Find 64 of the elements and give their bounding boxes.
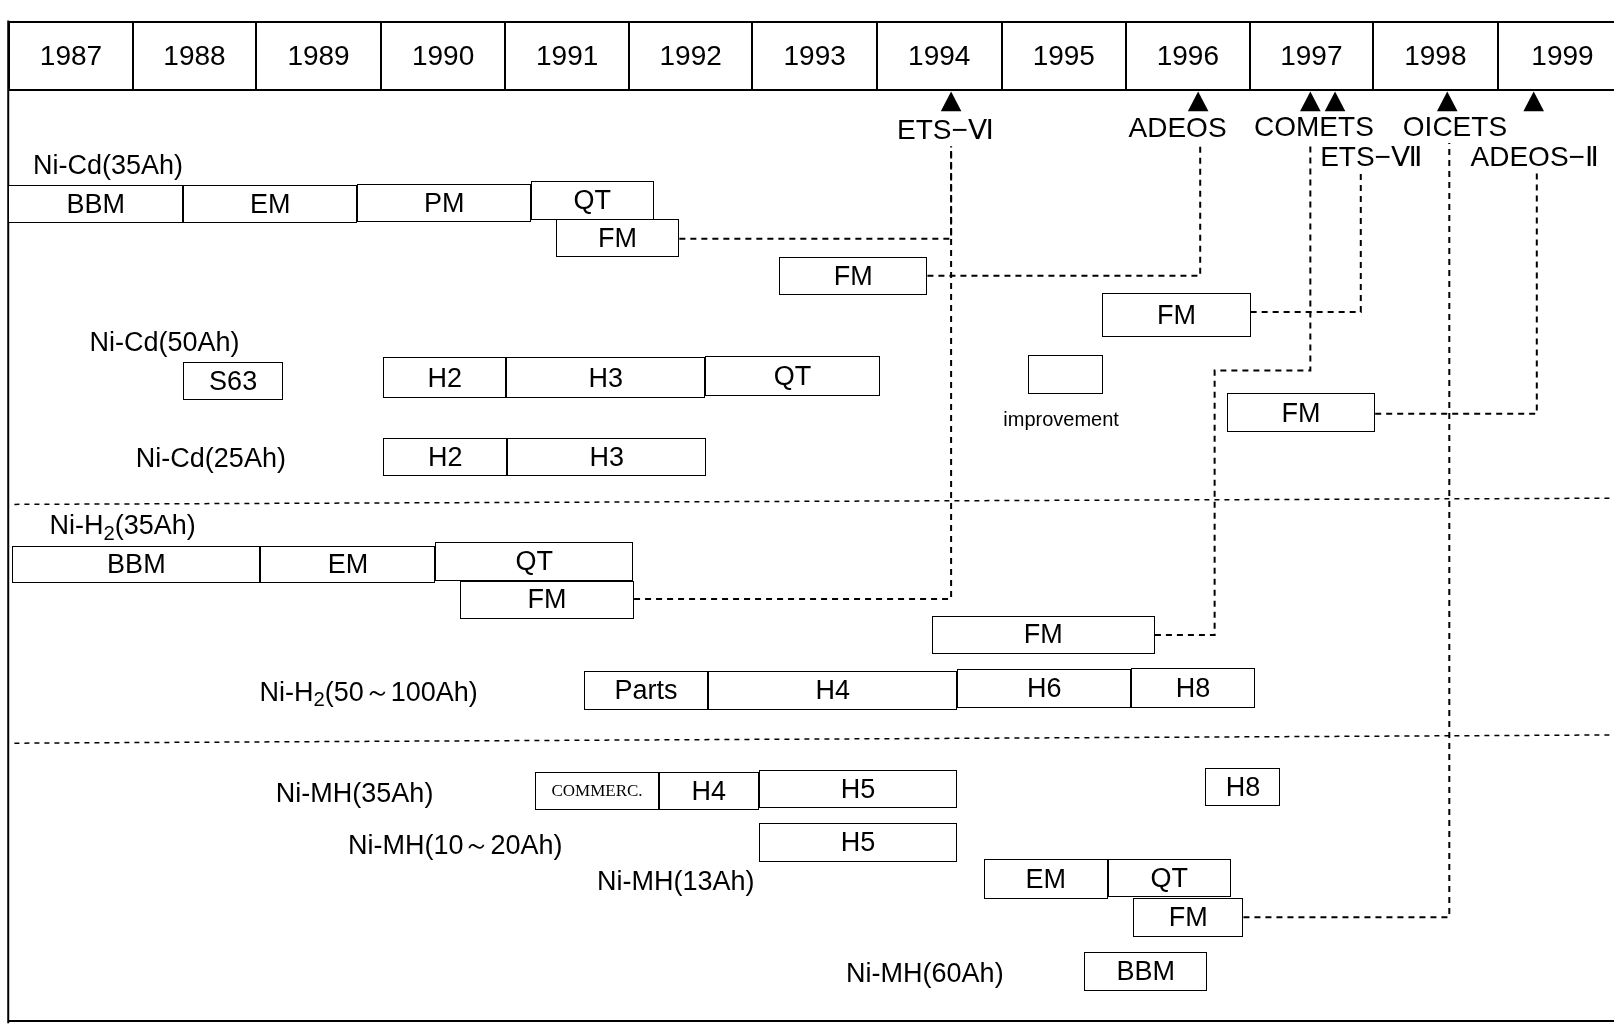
- phase-box: H2: [382, 438, 508, 476]
- phase-box: Parts: [583, 671, 709, 711]
- year-header-cell: 1989: [255, 20, 382, 91]
- battery-type-label: Ni-H$_{2}$(35Ah): [49, 509, 196, 543]
- dashed-connector: [1242, 142, 1451, 919]
- year-header-cell: 1996: [1125, 20, 1251, 91]
- year-header-cell: 1991: [504, 20, 630, 91]
- phase-box: COMMERC.: [535, 772, 659, 811]
- year-header-cell: 1992: [627, 20, 754, 91]
- year-header-cell: 1998: [1372, 20, 1499, 91]
- phase-box: H4: [658, 772, 759, 811]
- satellite-label: ADEOS−Ⅱ: [1461, 143, 1608, 172]
- year-header-cell: 1994: [875, 20, 1003, 91]
- phase-box: H8: [1131, 668, 1255, 709]
- battery-type-label: Ni-MH(35Ah): [275, 777, 434, 811]
- year-header-cell: 1988: [131, 20, 258, 91]
- phase-box: BBM: [8, 185, 184, 224]
- battery-type-label: Ni-H$_{2}$(50～100Ah): [259, 676, 478, 710]
- year-header-cell: 1997: [1248, 20, 1375, 91]
- phase-box: H8: [1205, 767, 1281, 806]
- battery-type-label: Ni-Cd(50Ah): [89, 326, 240, 360]
- phase-box: EM: [260, 545, 436, 583]
- year-header-cell: 1999: [1496, 20, 1614, 91]
- satellite-label: COMETS: [1243, 111, 1385, 144]
- phase-box: FM: [779, 257, 928, 296]
- phase-box: FM: [931, 615, 1155, 654]
- phase-box: QT: [1107, 859, 1232, 897]
- year-header-cell: 1990: [379, 20, 507, 91]
- phase-box: QT: [531, 181, 654, 221]
- phase-box: FM: [1102, 293, 1251, 337]
- phase-box: H6: [957, 669, 1132, 709]
- satellite-label: OICETS: [1394, 111, 1516, 144]
- year-header-cell: 1987: [8, 20, 134, 91]
- phase-box: BBM: [1083, 952, 1208, 992]
- satellite-label: ETS−Ⅵ: [887, 113, 1004, 147]
- battery-type-label: Ni-Cd(25Ah): [135, 441, 286, 475]
- year-header-cell: 1993: [751, 20, 878, 91]
- battery-type-label: Ni-MH(60Ah): [846, 957, 1004, 991]
- battery-type-label: Ni-MH(13Ah): [597, 864, 755, 898]
- phase-box: H5: [758, 823, 958, 862]
- phase-box: H4: [708, 671, 958, 711]
- phase-box: FM: [1133, 897, 1244, 937]
- phase-box: EM: [984, 859, 1108, 899]
- year-header-cell: 1995: [1000, 20, 1128, 91]
- phase-box: QT: [435, 542, 634, 581]
- dashed-connector: [678, 145, 953, 240]
- battery-type-label: Ni-MH(10～20Ah): [347, 828, 563, 862]
- satellite-label: ETS−Ⅶ: [1319, 143, 1423, 172]
- phase-box: FM: [555, 219, 680, 258]
- phase-box: H3: [506, 357, 706, 399]
- phase-box: H5: [758, 769, 958, 808]
- battery-type-label: Ni-Cd(35Ah): [32, 149, 183, 183]
- dashed-connector: [1374, 170, 1538, 415]
- phase-box: H3: [507, 438, 707, 476]
- phase-box: S63: [183, 362, 284, 401]
- phase-box: BBM: [12, 545, 261, 583]
- phase-box: EM: [183, 185, 358, 224]
- phase-box: PM: [357, 184, 532, 223]
- satellite-label: ADEOS: [1119, 112, 1236, 145]
- phase-box: QT: [705, 356, 881, 397]
- phase-box: FM: [1226, 393, 1376, 433]
- phase-box: H2: [382, 357, 507, 399]
- phase-box: FM: [460, 580, 635, 619]
- caption-text: improvement: [1003, 407, 1119, 433]
